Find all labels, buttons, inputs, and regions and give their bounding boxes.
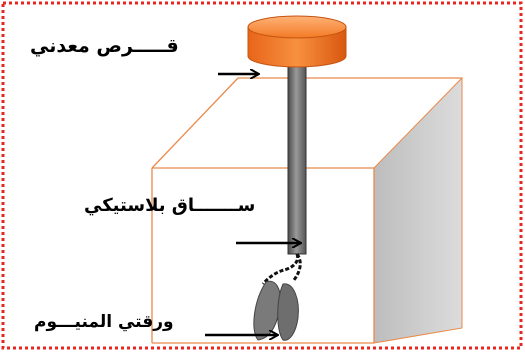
- box-side-face: [373, 76, 463, 344]
- plastic-rod-label: ســـــــاق بلاستيكي: [84, 195, 256, 216]
- right-leaf: [277, 283, 299, 341]
- plastic-rod: [287, 63, 307, 255]
- metal-disk: [247, 15, 347, 68]
- glass-box: [151, 76, 463, 344]
- aluminum-leaves: [253, 253, 302, 341]
- left-leaf: [253, 280, 281, 341]
- metal-disk-label: قـــــرص معدني: [30, 35, 179, 57]
- aluminum-leaves-label: ورقتي المنيـــوم: [34, 312, 174, 332]
